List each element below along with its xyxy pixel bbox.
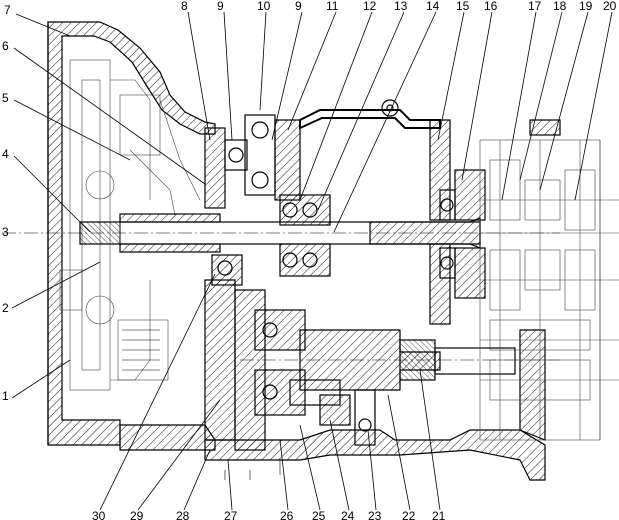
clutch-housing [47, 21, 216, 451]
callout-11: 11 [326, 0, 339, 13]
gearbox-right-section [479, 119, 619, 441]
callout-28: 28 [176, 509, 190, 520]
callout-19: 19 [579, 0, 593, 13]
callout-2: 2 [2, 301, 9, 315]
callout-30: 30 [92, 509, 106, 520]
callout-20: 20 [603, 0, 617, 13]
callout-27: 27 [224, 509, 238, 520]
callout-9a: 9 [217, 0, 224, 13]
callout-10: 10 [257, 0, 271, 13]
bearing-block-upper [204, 114, 331, 226]
leader-lines [11, 11, 613, 511]
callout-4: 4 [2, 147, 9, 161]
callout-7: 7 [4, 3, 11, 17]
callout-6: 6 [2, 39, 9, 53]
callout-22: 22 [402, 509, 416, 520]
callout-14: 14 [426, 0, 440, 13]
callout-29: 29 [130, 509, 144, 520]
input-shaft [2, 213, 560, 253]
callout-24: 24 [341, 509, 355, 520]
callout-3: 3 [2, 225, 9, 239]
callout-21: 21 [432, 509, 446, 520]
callouts-bottom: 30 29 28 27 26 25 24 23 22 21 [92, 509, 446, 520]
callouts-top: 7 8 9 10 9 11 12 13 14 15 16 17 18 19 20 [4, 0, 617, 17]
callout-9b: 9 [295, 0, 302, 13]
callout-26: 26 [280, 509, 294, 520]
callout-17: 17 [528, 0, 542, 13]
callout-12: 12 [363, 0, 377, 13]
clutch-internals [59, 59, 201, 391]
callout-15: 15 [456, 0, 470, 13]
callout-8: 8 [181, 0, 188, 13]
callouts-left: 6 5 4 3 2 1 [2, 39, 9, 403]
callout-18: 18 [553, 0, 567, 13]
countershaft [240, 309, 560, 446]
callout-13: 13 [394, 0, 408, 13]
top-cover [299, 99, 451, 325]
callout-5: 5 [2, 91, 9, 105]
callout-16: 16 [484, 0, 498, 13]
callout-1: 1 [2, 389, 9, 403]
callout-25: 25 [312, 509, 326, 520]
callout-23: 23 [368, 509, 382, 520]
